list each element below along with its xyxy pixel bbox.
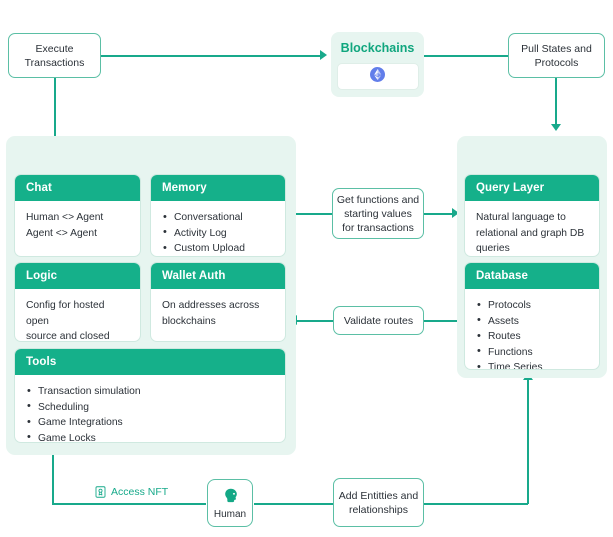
list-item: Scheduling: [26, 399, 274, 416]
card-database[interactable]: Database Protocols Assets Routes Functio…: [464, 262, 600, 370]
list-item: Custom Upload: [162, 241, 274, 256]
card-tools-body: Transaction simulation Scheduling Game I…: [15, 375, 285, 442]
add-entities-line1: Add Entitties and: [338, 489, 419, 502]
card-query-layer[interactable]: Query Layer Natural language to relation…: [464, 174, 600, 257]
list-item: Game Locks: [26, 430, 274, 442]
get-functions-line2: starting values: [344, 207, 412, 220]
connector-validate-to-agent: [296, 320, 333, 322]
panel-blockchains: Blockchains: [331, 32, 424, 97]
blockchains-title: Blockchains: [340, 41, 415, 55]
card-memory-title: Memory: [151, 175, 285, 201]
connector-right-up-to-database: [527, 380, 529, 504]
arrowhead-into-wayfinder: [551, 124, 561, 131]
card-memory[interactable]: Memory Conversational Activity Log Custo…: [150, 174, 286, 257]
connector-getfunctions-to-wayfinder: [424, 213, 456, 215]
card-database-body: Protocols Assets Routes Functions Time S…: [465, 289, 599, 369]
chat-line-1: Human <> Agent: [26, 212, 104, 223]
connector-blockchains-to-pullstates: [424, 55, 508, 57]
card-wallet-auth-body: On addresses across blockchains: [151, 289, 285, 338]
access-nft-text: Access NFT: [111, 486, 169, 498]
human-label: Human: [213, 508, 247, 520]
wallet-auth-line-2: blockchains: [162, 315, 216, 327]
card-memory-body: Conversational Activity Log Custom Uploa…: [151, 201, 285, 256]
label-access-nft[interactable]: Access NFT: [90, 486, 174, 498]
list-item: Protocols: [476, 298, 588, 314]
ethereum-icon: [370, 66, 385, 87]
node-add-entities[interactable]: Add Entitties and relationships: [333, 478, 424, 527]
chat-line-2: Agent <> Agent: [26, 227, 97, 239]
pull-states-line1: Pull States and: [521, 42, 592, 55]
node-validate-routes[interactable]: Validate routes: [333, 306, 424, 335]
connector-execute-to-blockchains: [101, 55, 323, 57]
card-tools-title: Tools: [15, 349, 285, 375]
connector-addentities-right: [424, 503, 528, 505]
card-logic[interactable]: Logic Config for hosted open source and …: [14, 262, 141, 342]
execute-transactions-line1: Execute: [35, 42, 74, 55]
connector-pullstates-down: [555, 78, 557, 128]
logic-line-1: Config for hosted open: [26, 300, 105, 327]
card-query-layer-title: Query Layer: [465, 175, 599, 201]
card-chat-body: Human <> Agent Agent <> Agent: [15, 201, 140, 250]
card-logic-body: Config for hosted open source and closed…: [15, 289, 140, 342]
get-functions-line1: Get functions and: [336, 193, 420, 206]
card-logic-title: Logic: [15, 263, 140, 289]
card-tools[interactable]: Tools Transaction simulation Scheduling …: [14, 348, 286, 443]
execute-transactions-line2: Transactions: [24, 56, 85, 69]
validate-routes-label: Validate routes: [343, 314, 414, 327]
get-functions-line3: for transactions: [342, 221, 414, 234]
list-item: Game Integrations: [26, 415, 274, 431]
card-query-layer-body: Natural language to relational and graph…: [465, 201, 599, 256]
card-wallet-auth-title: Wallet Auth: [151, 263, 285, 289]
arrowhead-into-query-layer: [452, 208, 459, 218]
connector-human-to-addentities: [254, 503, 333, 505]
certificate-document-icon: [95, 486, 106, 498]
list-item: Activity Log: [162, 225, 274, 242]
arrowhead-to-blockchains: [320, 50, 327, 60]
card-chat-title: Chat: [15, 175, 140, 201]
card-wallet-auth[interactable]: Wallet Auth On addresses across blockcha…: [150, 262, 286, 342]
query-layer-line-2: relational and graph DB: [476, 227, 585, 239]
pull-states-line2: Protocols: [534, 56, 579, 69]
card-database-title: Database: [465, 263, 599, 289]
wallet-auth-line-1: On addresses across: [162, 300, 260, 311]
card-chat[interactable]: Chat Human <> Agent Agent <> Agent: [14, 174, 141, 257]
list-item: Conversational: [162, 210, 274, 226]
connector-agent-to-getfunctions: [290, 213, 332, 215]
list-item: Routes: [476, 329, 588, 345]
node-get-functions[interactable]: Get functions and starting values for tr…: [332, 188, 424, 239]
query-layer-line-3: queries: [476, 243, 510, 254]
connector-left-up-to-tools: [52, 455, 54, 504]
blockchain-chip[interactable]: [336, 63, 419, 90]
list-item: Transaction simulation: [26, 384, 274, 400]
list-item: Functions: [476, 344, 588, 361]
human-head-icon: [221, 487, 240, 506]
connector-human-to-left: [52, 503, 206, 505]
node-pull-states-and-protocols[interactable]: Pull States and Protocols: [508, 33, 605, 78]
connector-execute-down: [54, 78, 56, 136]
add-entities-line2: relationships: [349, 503, 408, 516]
logic-line-2: source and closed source: [26, 331, 110, 342]
node-execute-transactions[interactable]: Execute Transactions: [8, 33, 101, 78]
query-layer-line-1: Natural language to: [476, 212, 566, 223]
list-item: Assets: [476, 313, 588, 330]
node-human[interactable]: Human: [207, 479, 253, 527]
connector-wayfinder-to-validate: [424, 320, 458, 322]
list-item: Time Series: [476, 360, 588, 369]
